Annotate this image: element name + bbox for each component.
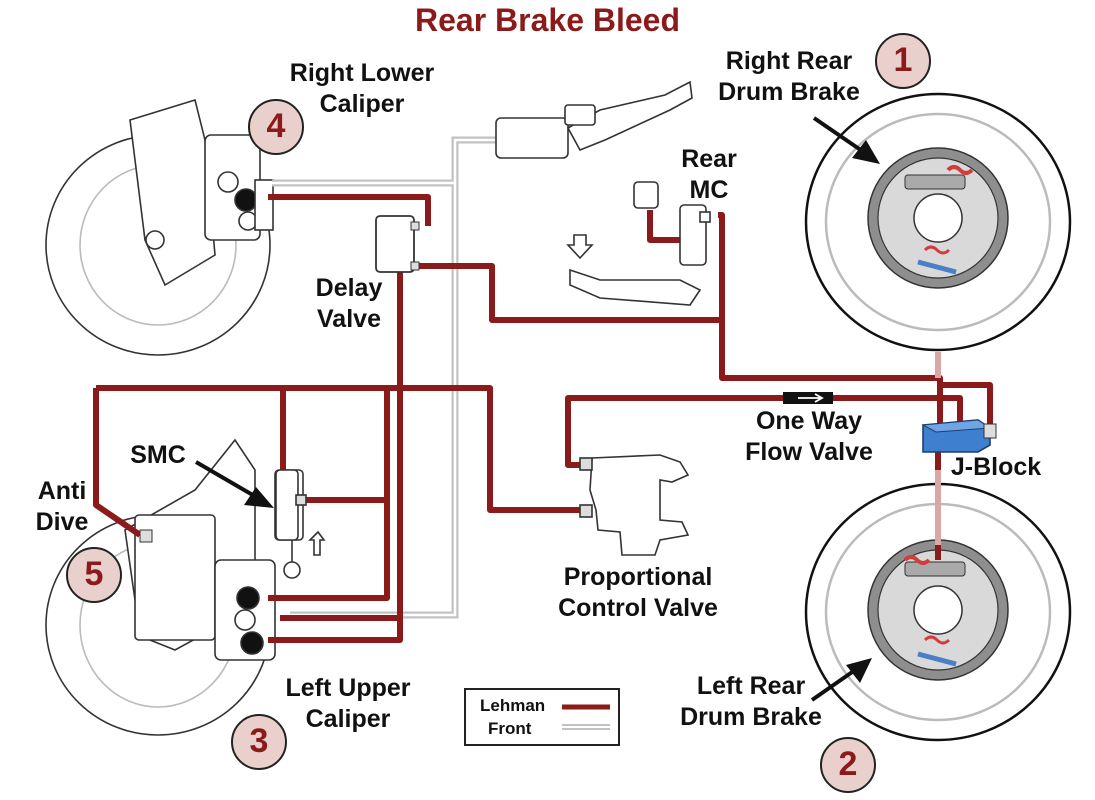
step-3-badge: 3 [231,714,287,770]
step-1-badge: 1 [875,33,931,89]
diagram-title: Rear Brake Bleed [414,2,681,38]
right-lower-caliper-label: Right Lower Caliper [289,59,435,118]
anti-dive-fitting [139,529,153,543]
legend-lehman-label: Lehman [480,696,546,715]
j-block-label: J-Block [950,453,1042,481]
pointer-arrows [194,116,880,702]
left-upper-caliper-label: Left Upper Caliper [285,674,411,733]
legend-front-label: Front [488,719,532,738]
left-upper-bleeder-a [236,586,260,610]
left-front-wheel [45,438,304,736]
smc-cylinder [275,469,326,556]
legend-swatches [562,704,610,730]
anti-dive-label: Anti Dive [35,477,89,536]
right-lower-bleeder [234,188,258,212]
proportional-control-valve-label: Proportional Control Valve [558,563,718,622]
right-front-wheel [45,98,274,356]
delay-valve [375,215,420,273]
rear-master-cylinder [566,181,711,306]
right-rear-drum-brake [804,92,1072,352]
rear-mc-label: Rear MC [681,145,737,204]
left-rear-drum-label: Left Rear Drum Brake [680,672,822,731]
one-way-flow-valve [783,392,833,404]
delay-valve-label: Delay Valve [315,274,383,333]
lehman-brake-lines [93,194,993,643]
front-master-cylinder [495,80,693,159]
legend: Lehman Front [464,688,620,746]
smc-label: SMC [130,441,186,469]
j-block [921,419,997,453]
step-4-badge: 4 [248,99,304,155]
step-5-badge: 5 [66,547,122,603]
left-rear-drum-brake [804,482,1072,742]
proportional-control-valve [579,454,690,556]
one-way-flow-valve-label: One Way Flow Valve [745,407,873,466]
left-upper-bleeder-b [240,631,264,655]
right-rear-drum-label: Right Rear Drum Brake [718,47,860,106]
step-2-badge: 2 [820,737,876,793]
